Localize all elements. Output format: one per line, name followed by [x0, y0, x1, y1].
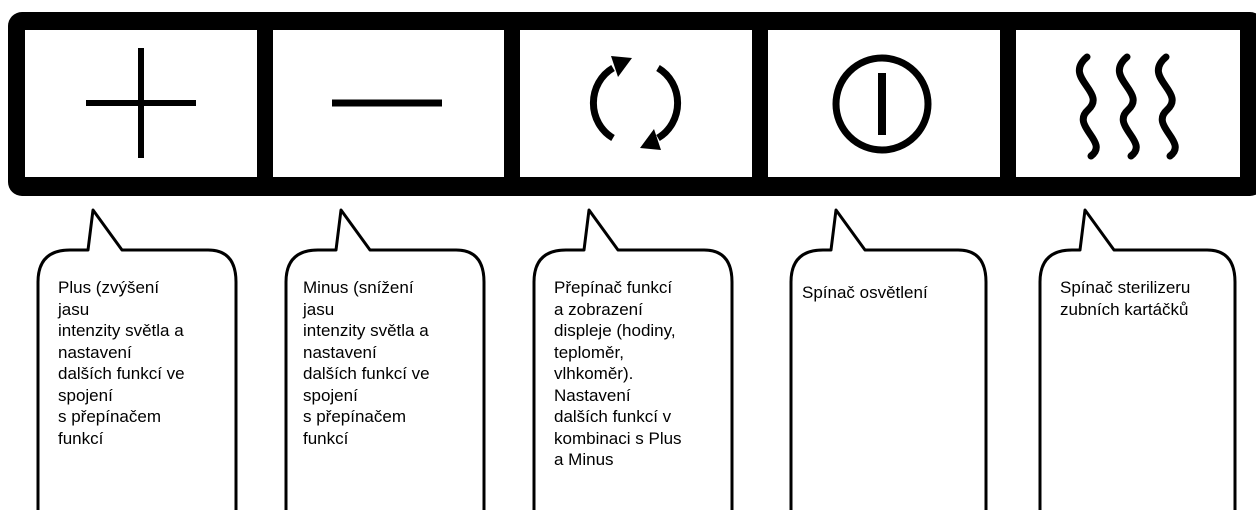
callout-text-heat: Spínač sterilizeru zubních kartáčků [1060, 278, 1191, 319]
cycle-button[interactable] [520, 30, 752, 177]
callout-text-plus: Plus (zvýšení jasu intenzity světla a na… [58, 278, 185, 448]
callout-bubble-heat [1038, 208, 1237, 510]
heat-waves-icon [1076, 53, 1179, 160]
callout-bubble-cycle [532, 208, 734, 510]
callout-bubble-minus [284, 208, 486, 510]
plus-icon [86, 48, 196, 158]
minus-button[interactable] [273, 30, 504, 177]
control-panel [0, 0, 1256, 210]
callout-bubble-power [789, 208, 988, 510]
callout-text-cycle: Přepínač funkcí a zobrazení displeje (ho… [554, 278, 682, 469]
callout-bubble-plus [36, 208, 238, 510]
heat-waves-button[interactable] [1016, 30, 1240, 177]
callout-text-minus: Minus (snížení jasu intenzity světla a n… [303, 278, 430, 448]
power-icon [832, 54, 932, 154]
callout-text-power: Spínač osvětlení [802, 283, 928, 302]
power-button[interactable] [768, 30, 1000, 177]
cycle-arrows-icon [589, 56, 682, 150]
plus-button[interactable] [25, 30, 257, 177]
